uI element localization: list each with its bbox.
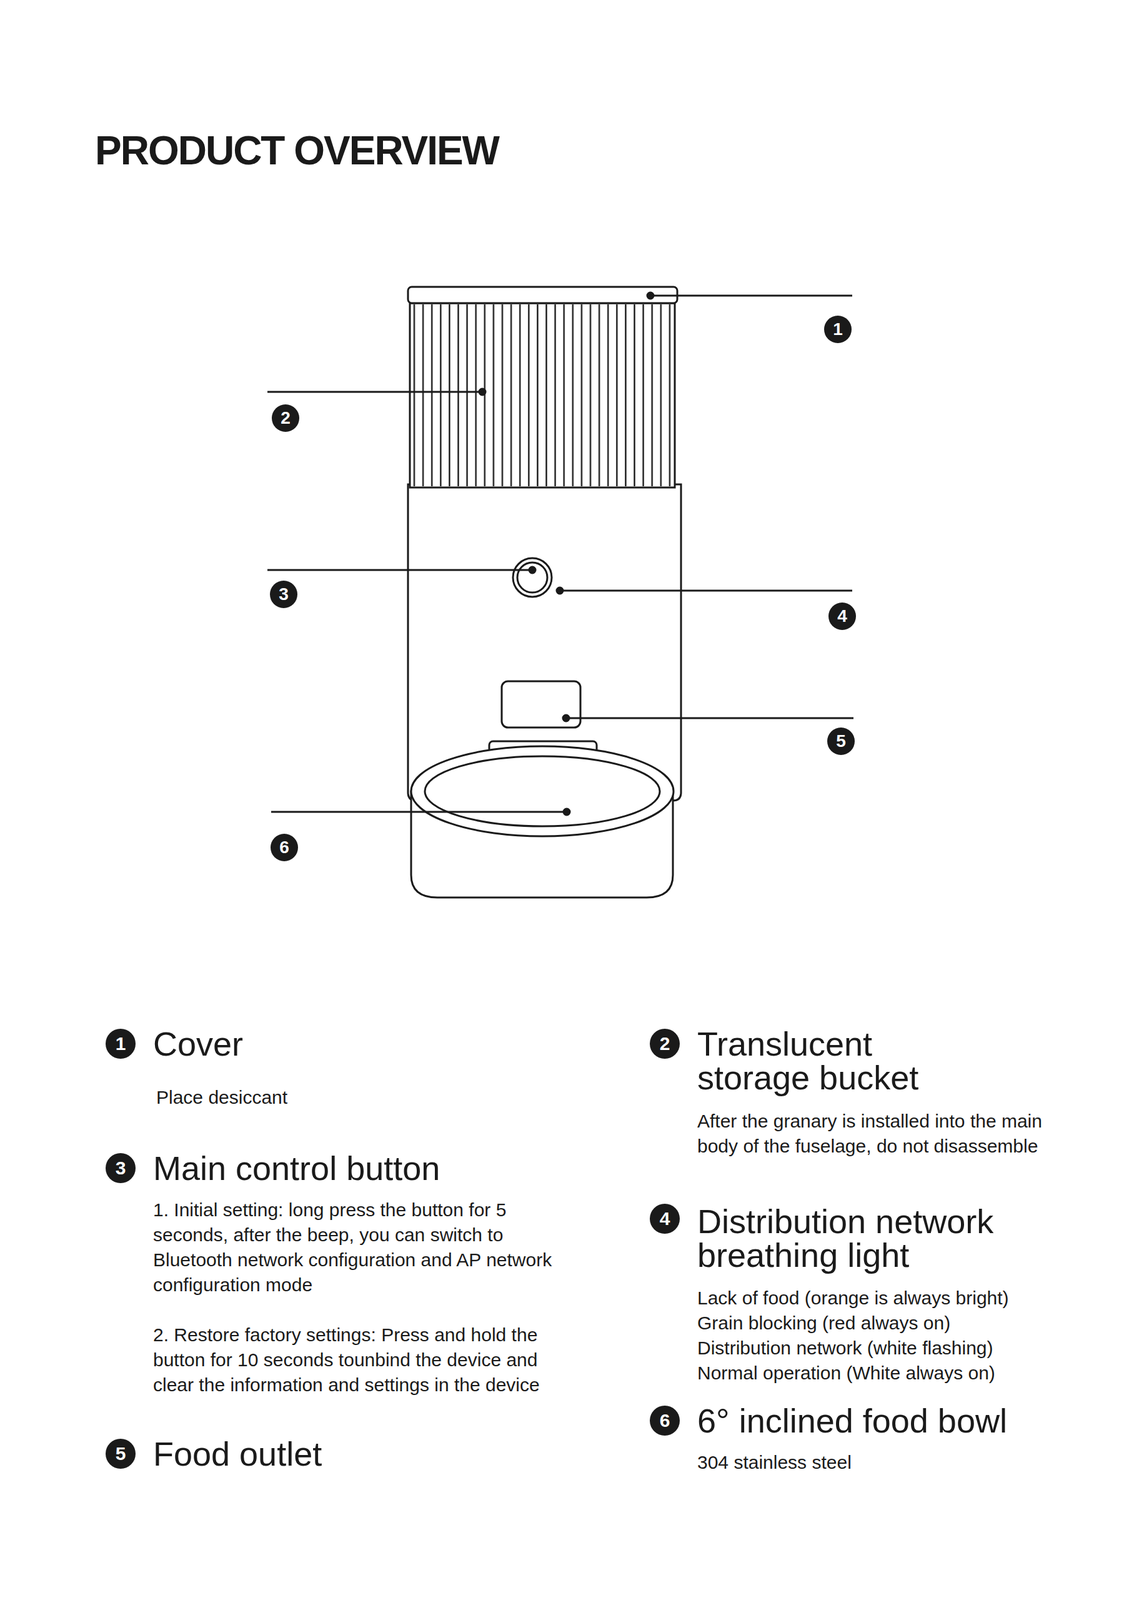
callout-number: 5 [827,727,855,755]
callout-number: 4 [649,1203,680,1234]
section-text: Distribution network (white flashing) [697,1335,1098,1361]
leader-dot [529,566,536,573]
bowl-inner [424,755,660,826]
callout-number: 1 [105,1028,136,1059]
callout-number: 6 [649,1405,680,1436]
section-heading: Translucent storage bucket [697,1026,991,1095]
callout-number: 4 [828,602,856,630]
food-outlet [501,681,581,728]
leader-line [650,294,853,297]
section-text: Normal operation (White always on) [697,1360,1098,1386]
callout-number: 2 [649,1028,680,1059]
section-text: Place desiccant [156,1084,532,1110]
callout-number: 3 [105,1152,136,1183]
section-heading: Cover [153,1026,528,1061]
storage-bucket [409,303,675,488]
leader-dot [479,388,486,395]
section-text: Lack of food (orange is always bright) [697,1285,1098,1311]
section-heading: 6° inclined food bowl [697,1403,1098,1438]
section-text: Grain blocking (red always on) [697,1310,1098,1336]
section-heading: Food outlet [153,1436,528,1471]
bowl-rim [411,746,674,836]
leader-line [271,810,567,813]
control-button [517,562,548,593]
callout-number: 5 [105,1438,136,1469]
leader-line [267,391,483,393]
section-text: 304 stainless steel [697,1449,1073,1475]
leader-dot [556,587,563,594]
page-title: PRODUCT OVERVIEW [94,128,499,174]
callout-number: 1 [824,315,852,344]
section-text: After the granary is installed into the … [697,1108,1085,1159]
leader-dot [563,808,570,815]
leader-line [559,589,853,592]
section-text: 2. Restore factory settings: Press and h… [153,1322,578,1398]
callout-number: 2 [271,404,300,432]
leader-line [267,569,533,572]
leader-line [566,717,854,720]
control-button-ring [512,557,552,597]
cover [407,286,678,304]
callout-number: 6 [270,833,299,861]
section-heading: Distribution network breathing light [697,1203,1098,1272]
section-heading: Main control button [153,1150,628,1185]
leader-dot [562,714,570,722]
section-text: 1. Initial setting: long press the butto… [153,1197,578,1298]
callout-number: 3 [269,580,298,608]
leader-dot [647,292,654,299]
bucket-ribs [412,304,673,487]
